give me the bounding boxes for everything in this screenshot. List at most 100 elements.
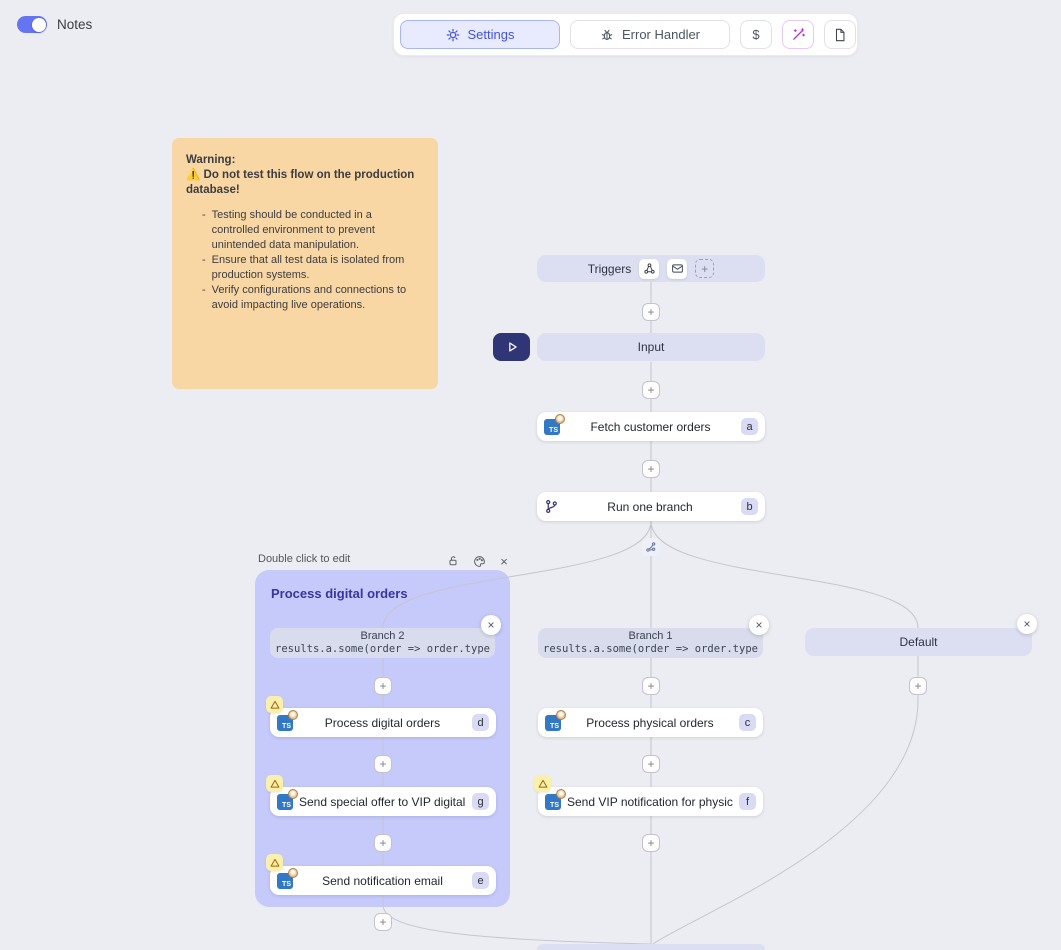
group-close-button[interactable]: ×	[497, 553, 511, 569]
input-node-label: Input	[637, 340, 665, 354]
warning-badge[interactable]	[266, 854, 283, 871]
add-node-button[interactable]: +	[642, 834, 660, 852]
add-node-button[interactable]: +	[374, 834, 392, 852]
input-node[interactable]: Input	[537, 333, 765, 361]
notes-toggle[interactable]	[17, 16, 47, 33]
unlock-icon	[449, 556, 457, 566]
add-node-button[interactable]: +	[642, 755, 660, 773]
task-title: Process physical orders	[586, 715, 714, 730]
task-letter-badge: e	[472, 872, 489, 889]
branch1-header[interactable]: Branch 1 results.a.some(order => order.t…	[538, 628, 763, 658]
error-handler-button-label: Error Handler	[621, 27, 701, 42]
git-branch-icon	[546, 499, 557, 514]
error-handler-button[interactable]: Error Handler	[570, 20, 730, 49]
note-subtitle: ⚠️ Do not test this flow on the producti…	[186, 169, 415, 196]
typescript-icon: TS	[544, 413, 565, 435]
task-title: Send VIP notification for physical...	[567, 794, 733, 809]
note-bullet: - Testing should be conducted in a contr…	[202, 209, 375, 251]
add-node-button[interactable]: +	[642, 677, 660, 695]
typescript-icon: TS	[277, 709, 298, 731]
task-letter-badge: g	[472, 793, 489, 810]
webhook-icon	[644, 263, 655, 274]
warning-triangle-icon	[270, 700, 279, 709]
new-document-button[interactable]	[824, 20, 856, 49]
palette-icon	[473, 555, 485, 567]
gear-icon	[446, 28, 459, 41]
branch-name: Default	[899, 635, 938, 649]
branch2-close-button[interactable]: ×	[481, 615, 501, 635]
task-node-send-notification-email[interactable]: TS Send notification email e	[270, 866, 496, 895]
warning-triangle-icon	[270, 858, 279, 867]
note-title: Warning:	[186, 154, 236, 166]
triggers-node[interactable]: Triggers +	[537, 255, 765, 282]
custom-emoji-badge	[555, 413, 565, 424]
branch-condition-code: results.a.some(order => order.type	[275, 643, 490, 655]
close-icon: ×	[500, 553, 508, 569]
task-title: Run one branch	[607, 499, 693, 514]
task-node-process-physical-orders[interactable]: TS Process physical orders c	[538, 708, 763, 737]
bug-icon	[601, 29, 613, 40]
triggers-label: Triggers	[587, 261, 632, 276]
add-node-button[interactable]: +	[642, 381, 660, 399]
group-color-button[interactable]	[472, 554, 486, 568]
task-title: Send notification email	[322, 873, 443, 888]
note-bullet: - Ensure that all test data is isolated …	[202, 254, 405, 281]
billing-button[interactable]: $	[740, 20, 772, 49]
task-node-send-special-offer[interactable]: TS Send special offer to VIP digital c..…	[270, 787, 496, 816]
custom-emoji-badge	[556, 788, 566, 799]
play-icon	[508, 342, 517, 352]
warning-triangle-icon	[270, 779, 279, 788]
task-letter-badge: a	[741, 418, 758, 435]
custom-emoji-badge	[288, 788, 298, 799]
note-bullet: - Verify configurations and connections …	[202, 284, 407, 311]
branch1-close-button[interactable]: ×	[749, 615, 769, 635]
typescript-icon: TS	[277, 788, 298, 810]
task-title: Process digital orders	[324, 715, 441, 730]
settings-button-label: Settings	[467, 27, 515, 42]
default-branch-header[interactable]: Default	[805, 628, 1032, 656]
task-letter-badge: c	[739, 714, 756, 731]
add-node-button[interactable]: +	[374, 755, 392, 773]
task-node-run-one-branch[interactable]: Run one branch b	[537, 492, 765, 521]
document-icon	[835, 28, 845, 41]
add-node-button[interactable]: +	[642, 460, 660, 478]
task-node-fetch-customer-orders[interactable]: TS Fetch customer orders a	[537, 412, 765, 441]
add-node-button[interactable]: +	[642, 303, 660, 321]
custom-emoji-badge	[288, 709, 298, 720]
default-branch-close-button[interactable]: ×	[1017, 614, 1037, 634]
task-title: Send special offer to VIP digital c...	[299, 794, 466, 809]
warning-badge[interactable]	[266, 775, 283, 792]
warning-badge[interactable]	[534, 775, 551, 792]
dollar-icon: $	[752, 27, 760, 42]
magic-wand-icon	[792, 28, 805, 40]
magic-wand-button[interactable]	[782, 20, 814, 49]
task-letter-badge: b	[741, 498, 758, 515]
notes-toggle-label: Notes	[57, 17, 93, 32]
group-edit-hint: Double click to edit	[258, 553, 351, 565]
settings-button[interactable]: Settings	[400, 20, 560, 49]
task-title: Fetch customer orders	[590, 419, 711, 434]
typescript-icon: TS	[277, 867, 298, 889]
add-node-button[interactable]: +	[374, 913, 392, 931]
warning-triangle-icon	[538, 779, 547, 788]
webhook-trigger-chip[interactable]	[639, 258, 660, 279]
merge-node-partial[interactable]	[537, 944, 765, 950]
add-trigger-button[interactable]: +	[695, 259, 715, 278]
node-group-process-digital-orders[interactable]	[255, 570, 510, 907]
email-trigger-chip[interactable]	[667, 258, 688, 279]
group-lock-button[interactable]	[446, 554, 460, 568]
run-flow-button[interactable]	[493, 333, 530, 361]
add-node-button[interactable]: +	[374, 677, 392, 695]
task-node-process-digital-orders[interactable]: TS Process digital orders d	[270, 708, 496, 737]
task-letter-badge: d	[472, 714, 489, 731]
top-toolbar: Settings Error Handler $	[393, 13, 858, 56]
typescript-icon: TS	[545, 709, 566, 731]
branch2-header[interactable]: Branch 2 results.a.some(order => order.t…	[270, 628, 495, 658]
warning-badge[interactable]	[266, 696, 283, 713]
branch-name: Branch 2	[360, 630, 405, 642]
task-node-send-vip-notification[interactable]: TS Send VIP notification for physical...…	[538, 787, 763, 816]
add-node-button[interactable]: +	[909, 677, 927, 695]
sticky-note-warning[interactable]: Warning: ⚠️ Do not test this flow on the…	[172, 138, 438, 389]
branch-split-icon	[642, 538, 660, 556]
